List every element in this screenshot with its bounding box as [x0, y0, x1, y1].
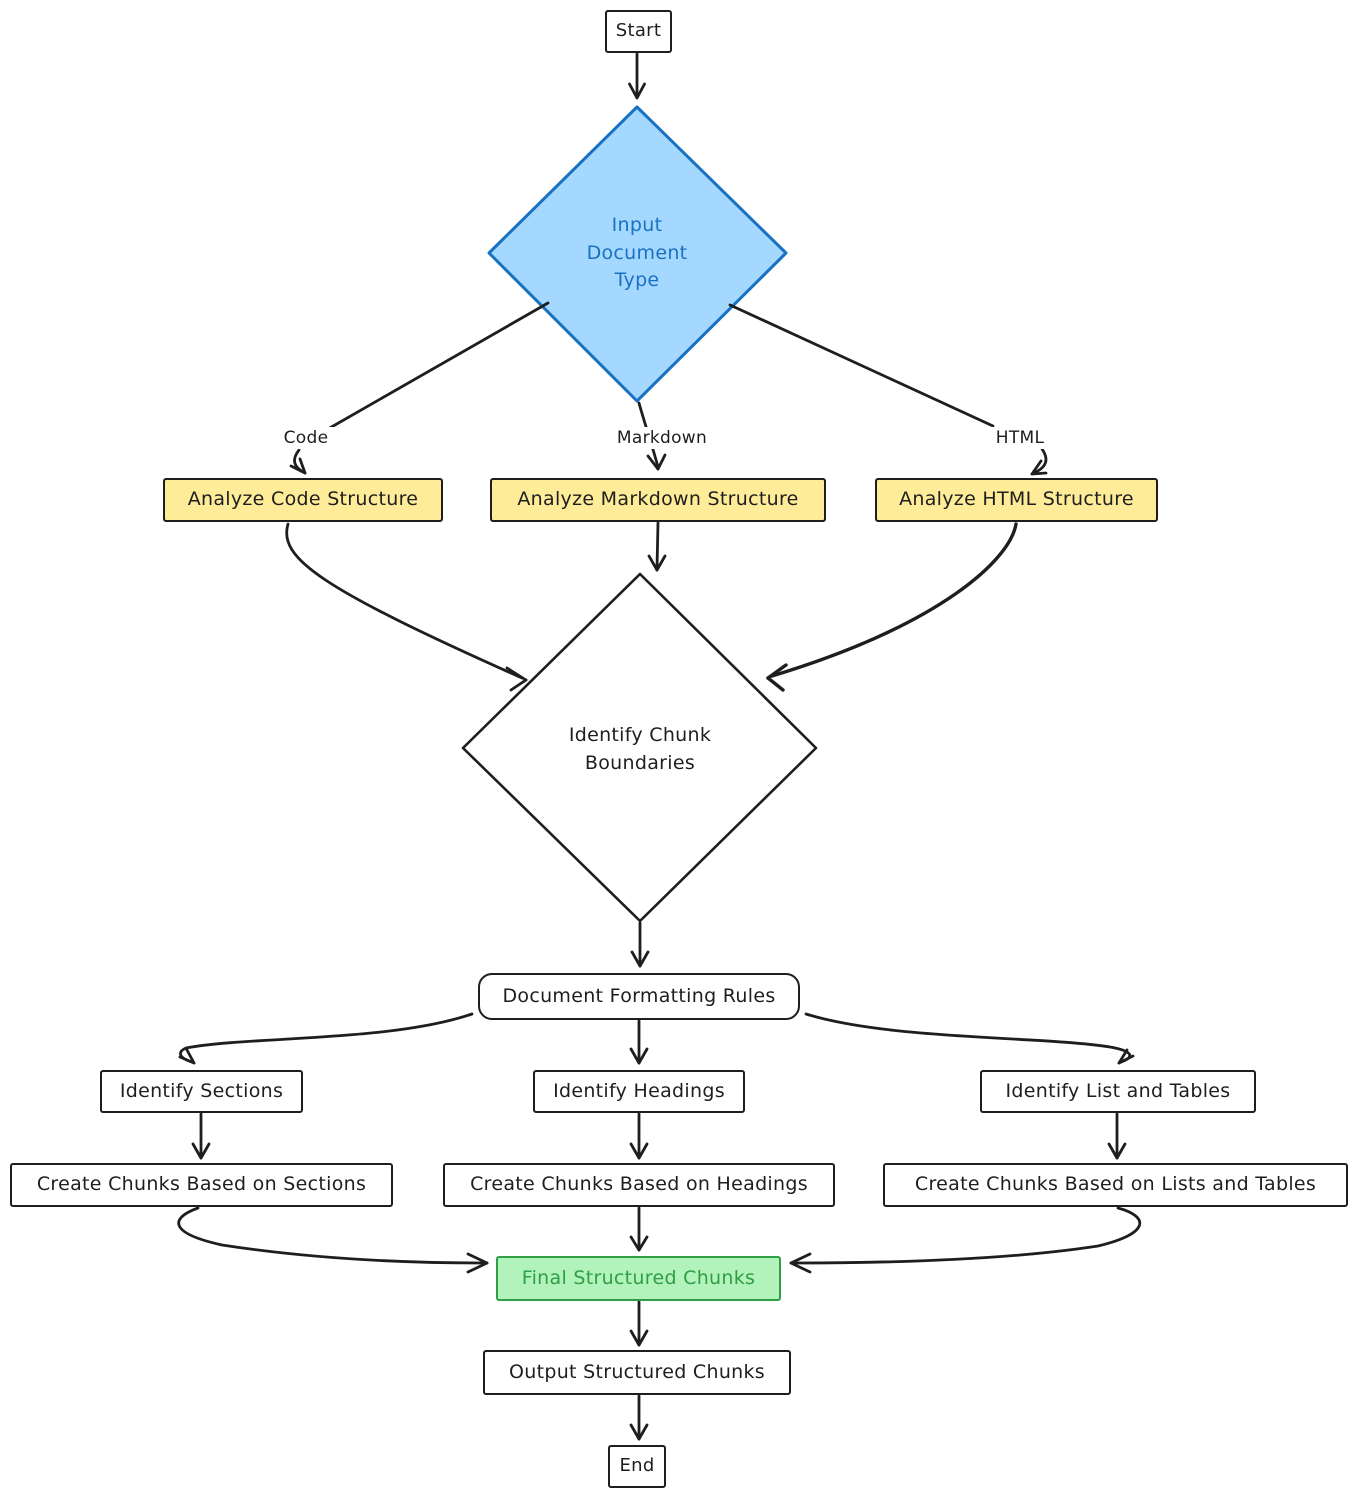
edge-analyze-html-to-boundaries	[766, 522, 1018, 692]
edge-rules-to-identify-headings	[629, 1019, 649, 1065]
node-analyze-code-structure: Analyze Code Structure	[163, 478, 443, 522]
node-start: Start	[605, 10, 672, 53]
node-output-structured-chunks: Output Structured Chunks	[483, 1350, 791, 1395]
node-analyze-markdown-structure: Analyze Markdown Structure	[490, 478, 826, 522]
edge-start-to-input-type	[628, 52, 646, 100]
edge-boundaries-to-rules	[630, 921, 650, 968]
edge-label-code: Code	[274, 427, 338, 450]
edge-identify-list-tables-to-create	[1107, 1112, 1127, 1160]
edge-input-type-to-analyze-html	[728, 303, 1048, 476]
node-identify-sections: Identify Sections	[100, 1070, 303, 1113]
node-create-chunks-sections: Create Chunks Based on Sections	[10, 1163, 393, 1207]
edge-create-list-tables-to-final	[789, 1206, 1142, 1274]
edge-label-markdown: Markdown	[608, 427, 716, 450]
node-identify-headings: Identify Headings	[533, 1070, 745, 1113]
edge-rules-to-identify-list-tables	[804, 1012, 1135, 1065]
edge-create-headings-to-final	[629, 1206, 649, 1252]
node-end: End	[608, 1445, 666, 1488]
edge-analyze-markdown-to-boundaries	[647, 521, 667, 572]
edge-analyze-code-to-boundaries	[285, 522, 528, 692]
node-document-formatting-rules: Document Formatting Rules	[478, 973, 800, 1020]
input-document-type-diamond	[487, 105, 788, 403]
node-identify-list-and-tables: Identify List and Tables	[980, 1070, 1256, 1113]
identify-chunk-boundaries-diamond	[461, 572, 818, 923]
edge-identify-sections-to-create	[191, 1112, 211, 1160]
node-create-chunks-headings: Create Chunks Based on Headings	[443, 1163, 835, 1207]
edge-create-sections-to-final	[177, 1206, 489, 1274]
edge-final-to-output	[629, 1300, 649, 1347]
node-create-chunks-lists-tables: Create Chunks Based on Lists and Tables	[883, 1163, 1348, 1207]
node-final-structured-chunks: Final Structured Chunks	[496, 1256, 781, 1301]
edge-input-type-to-analyze-code	[289, 301, 550, 475]
edge-rules-to-identify-sections	[178, 1012, 474, 1065]
node-analyze-html-structure: Analyze HTML Structure	[875, 478, 1158, 522]
edge-label-html: HTML	[986, 427, 1054, 450]
edge-identify-headings-to-create	[629, 1112, 649, 1160]
edge-output-to-end	[629, 1394, 649, 1441]
